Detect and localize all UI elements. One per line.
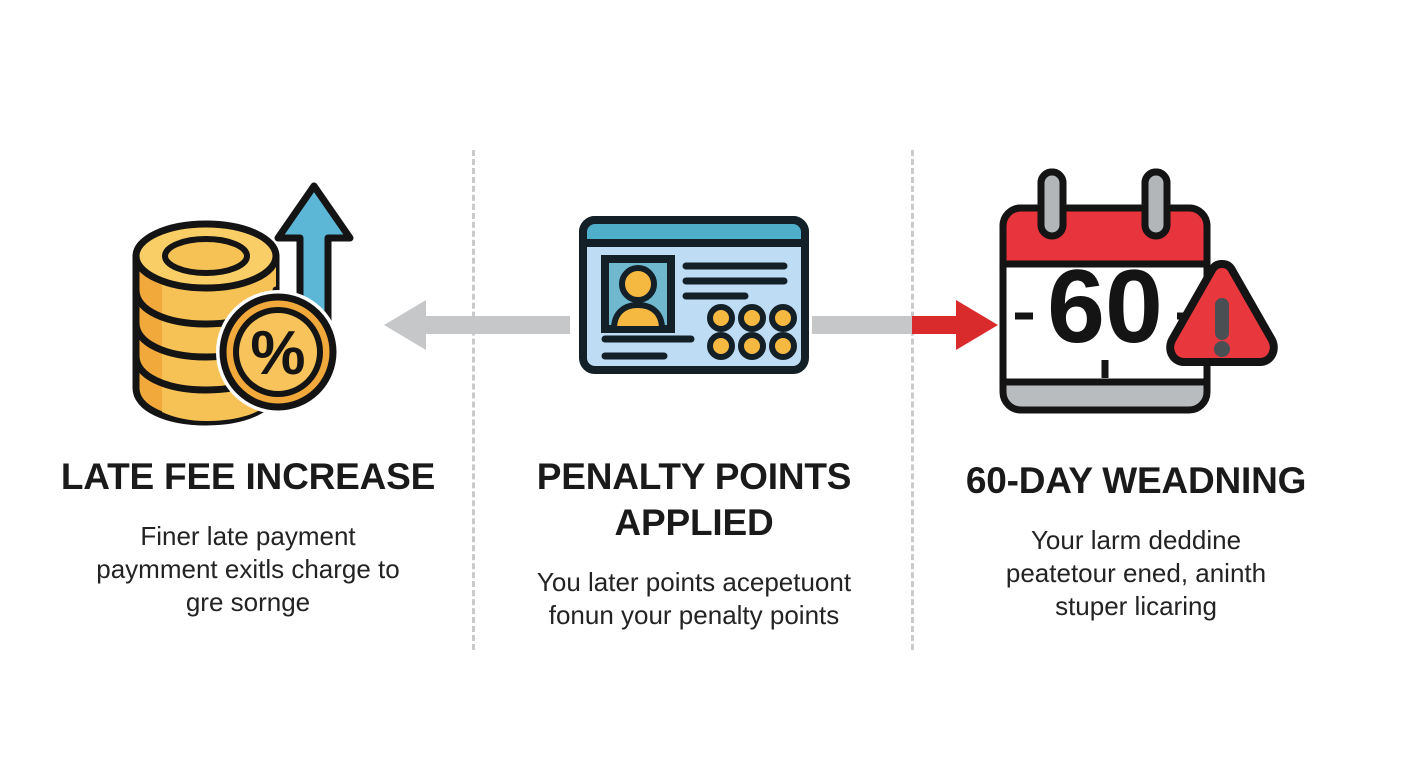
panel-heading-late-fee: LATE FEE INCREASE (60, 456, 436, 497)
avatar-photo (601, 255, 675, 333)
column-divider-right (911, 150, 914, 650)
arrow-left-icon (384, 300, 570, 350)
up-arrow-icon (274, 182, 354, 332)
panel-late-fee-increase: % LATE FEE INCREASE Finer late payment p… (28, 150, 468, 710)
column-divider-left (472, 150, 475, 650)
calendar-warning-icon: 60 (999, 168, 1278, 414)
percent-symbol: % (250, 319, 305, 388)
panel-body-late-fee: Finer late payment paymment exitls charg… (96, 520, 400, 618)
icon-area-calendar-warning: 60 (916, 150, 1356, 440)
warning-triangle-icon (1166, 260, 1278, 366)
icon-area-penalty-points (474, 150, 914, 440)
coin-stack-percent-up-arrow-icon: % (132, 182, 354, 426)
id-card-icon (579, 216, 809, 374)
arrow-right-red (812, 296, 1002, 354)
panel-heading-penalty-points: PENALTY POINTS APPLIED (536, 456, 852, 543)
card-bottom-lines (601, 335, 695, 360)
arrow-left-gray (380, 296, 570, 354)
panel-body-penalty-points: You later points acepetuont fonun your p… (536, 566, 852, 631)
penalty-point-dots (707, 304, 797, 360)
arrow-right-icon (812, 300, 998, 350)
panel-body-60-day: Your larm deddine peatetour ened, aninth… (1005, 524, 1267, 622)
card-text-lines (682, 262, 788, 300)
panel-60-day-warning: 60 60-DAY WEADNING Your larm deddine pea… (916, 150, 1356, 710)
panel-heading-60-day: 60-DAY WEADNING (965, 460, 1307, 501)
percent-coin-icon: % (216, 290, 340, 414)
calendar-day-number: 60 (1047, 249, 1163, 365)
panel-penalty-points: PENALTY POINTS APPLIED You later points … (474, 150, 914, 710)
icon-area-late-fee: % (28, 150, 468, 440)
